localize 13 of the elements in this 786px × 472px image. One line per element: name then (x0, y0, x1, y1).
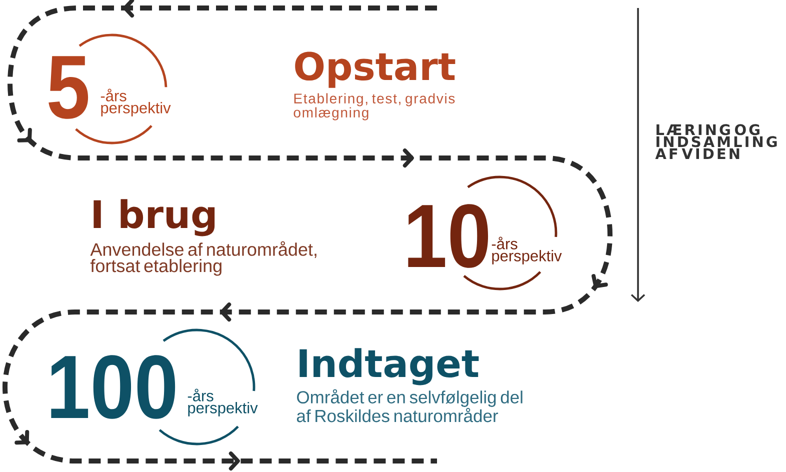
stage-description: Området er en selvfølgelig del af Roskildes naturområder (296, 389, 522, 422)
arrow-label: LÆRING OG INDSAMLING AF VIDEN (655, 124, 777, 159)
year-number: 100 (51, 355, 176, 419)
year-caption: -års perspektiv (188, 388, 258, 416)
stage-heading: I brug (94, 199, 215, 236)
year-number: 5 (48, 56, 88, 119)
year-caption: -års perspektiv (492, 236, 562, 264)
year-caption: -års perspektiv (100, 88, 171, 116)
stage-heading: Indtaget (300, 348, 479, 386)
stage-description: Anvendelse af naturområdet, fortsat etablering (90, 241, 316, 276)
stage-description: Etablering, test, gradvis omlægning (294, 93, 455, 120)
stage-heading: Opstart (295, 52, 456, 88)
year-number: 10 (408, 204, 488, 268)
